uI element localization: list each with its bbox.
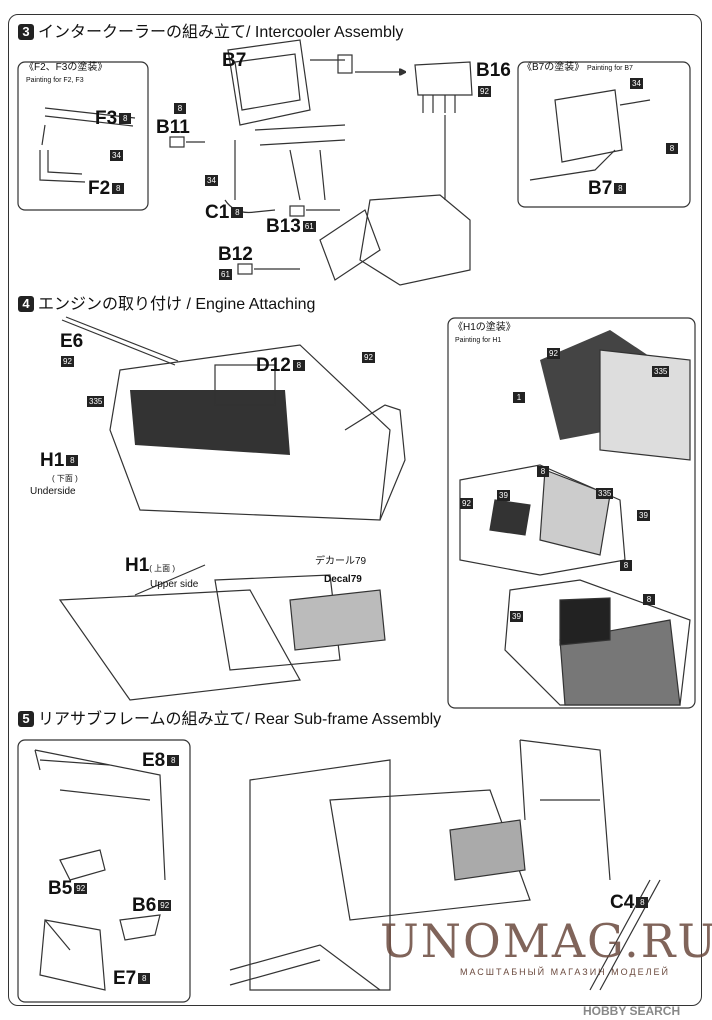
color-callout: 8 bbox=[537, 466, 549, 477]
painting-title: 《H1の塗装》 bbox=[453, 322, 516, 333]
watermark-brand: UNOMAG.RU bbox=[380, 914, 712, 968]
color-callout: 39 bbox=[510, 611, 523, 622]
h1-paint-illustrations bbox=[459, 330, 691, 706]
part-label-b12: B12 bbox=[218, 244, 253, 265]
engine-bay-illustration bbox=[58, 316, 406, 701]
painting-title: 《F2、F3の塗装》 bbox=[24, 62, 108, 73]
underside-label: Underside bbox=[30, 486, 76, 497]
decal-label-jp: デカール79 bbox=[315, 556, 367, 567]
upper-side-label: Upper side bbox=[150, 579, 199, 590]
subframe-illustrations bbox=[34, 739, 661, 991]
color-callout: 39 bbox=[637, 510, 650, 521]
color-callout: 92 bbox=[460, 498, 473, 509]
color-callout: 92 bbox=[61, 356, 74, 367]
painting-box-h1 bbox=[447, 317, 696, 709]
painting-subtitle: Painting for H1 bbox=[455, 337, 502, 344]
color-callout: 39 bbox=[497, 490, 510, 501]
color-callout: 34 bbox=[630, 78, 643, 89]
color-callout: 335 bbox=[652, 366, 670, 377]
painting-subtitle: Painting for F2, F3 bbox=[26, 77, 84, 84]
color-callout: 34 bbox=[110, 150, 123, 161]
color-callout: 34 bbox=[205, 175, 218, 186]
color-callout: 92 bbox=[478, 86, 491, 97]
step-number: 3 bbox=[18, 24, 34, 40]
color-callout: 1 bbox=[513, 392, 525, 403]
color-callout: 92 bbox=[362, 352, 375, 363]
color-callout: 335 bbox=[87, 396, 105, 407]
color-callout: 8 bbox=[620, 560, 632, 571]
part-label-e6: E6 bbox=[60, 331, 84, 352]
color-callout: 61 bbox=[219, 269, 232, 280]
part-label-b7: B7 bbox=[222, 50, 247, 71]
color-callout: 8 bbox=[174, 103, 186, 114]
watermark-tagline: МАСШТАБНЫЙ МАГАЗИН МОДЕЛЕЙ bbox=[460, 967, 670, 977]
step-title: インタークーラーの組み立て/ Intercooler Assembly bbox=[38, 24, 404, 41]
source-watermark: HOBBY SEARCH bbox=[583, 1004, 681, 1018]
step-title: エンジンの取り付け / Engine Attaching bbox=[38, 296, 316, 313]
step-number: 5 bbox=[18, 711, 34, 727]
color-callout: 8 bbox=[666, 143, 678, 154]
part-label-b11: B11 bbox=[156, 117, 190, 138]
color-callout: 8 bbox=[643, 594, 655, 605]
painting-title: 《B7の塗装》 Painting for B7 bbox=[522, 62, 633, 73]
detail-box-e7-e8 bbox=[17, 739, 191, 1003]
painting-box-b7 bbox=[517, 61, 691, 208]
color-callout: 335 bbox=[596, 488, 614, 499]
step-title: リアサブフレームの組み立て/ Rear Sub-frame Assembly bbox=[38, 711, 442, 728]
step-number: 4 bbox=[18, 296, 34, 312]
painting-box-f2-f3 bbox=[17, 61, 149, 211]
intercooler-illustration bbox=[169, 39, 473, 286]
instruction-sheet-frame bbox=[8, 14, 702, 1006]
part-label-h1-upper: H1( 上面 ) bbox=[125, 555, 176, 576]
part-label-b16: B16 bbox=[476, 60, 511, 81]
b7-paint-illustration bbox=[529, 89, 651, 181]
color-callout: 92 bbox=[547, 348, 560, 359]
decal-label: Decal79 bbox=[324, 574, 362, 585]
underside-jp: ( 下面 ) bbox=[52, 474, 78, 483]
